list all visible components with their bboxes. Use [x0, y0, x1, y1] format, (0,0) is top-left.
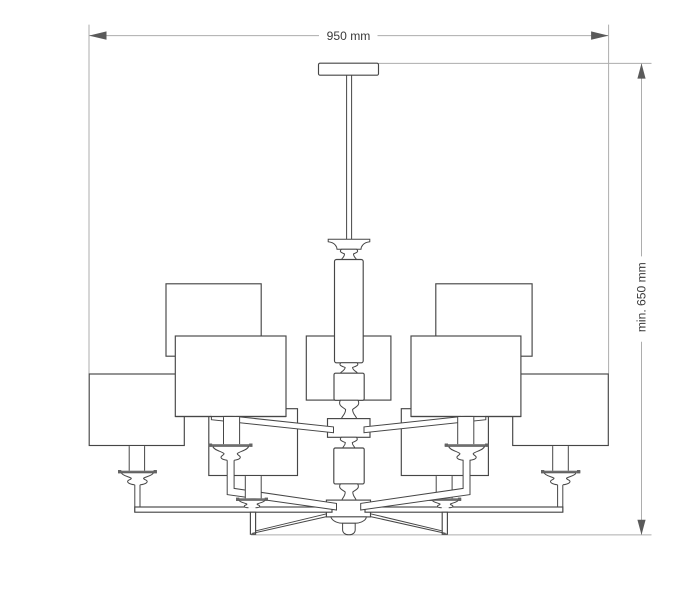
svg-text:950 mm: 950 mm: [327, 29, 371, 43]
svg-text:min. 650 mm: min. 650 mm: [635, 262, 649, 332]
